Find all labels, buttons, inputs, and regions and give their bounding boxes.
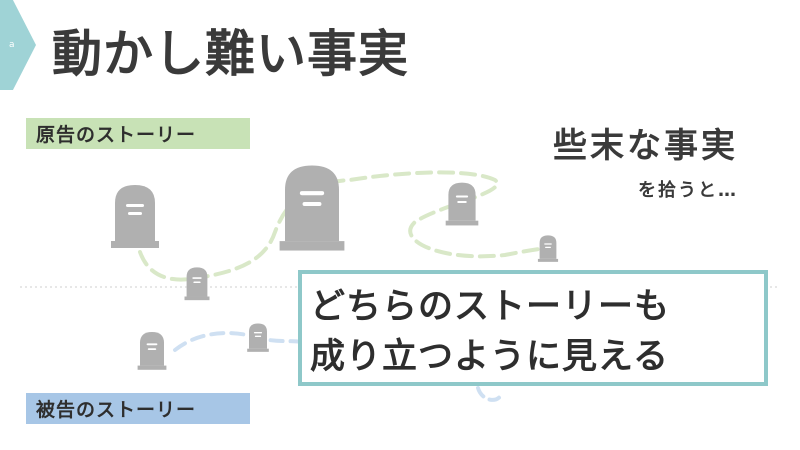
conclusion-line-2: 成り立つように見える bbox=[310, 337, 669, 377]
slide-number: a bbox=[9, 40, 15, 50]
tombstone-icon bbox=[445, 182, 479, 226]
plaintiff-story-label: 原告のストーリー bbox=[26, 118, 250, 149]
trivial-facts-heading: 些末な事実 bbox=[553, 126, 738, 166]
tombstone-icon bbox=[537, 235, 559, 262]
tombstone-icon bbox=[247, 323, 269, 352]
defendant-story-label: 被告のストーリー bbox=[26, 393, 250, 424]
defendant-story-path bbox=[173, 331, 302, 352]
conclusion-line-1: どちらのストーリーも bbox=[310, 287, 671, 327]
collect-subtext: を拾うと… bbox=[638, 180, 738, 201]
tombstone-icon bbox=[279, 165, 345, 251]
tombstone-icon bbox=[184, 267, 210, 301]
tombstone-icon bbox=[111, 185, 159, 248]
conclusion-box: どちらのストーリーも 成り立つように見える bbox=[298, 270, 768, 386]
plaintiff-story-path bbox=[138, 170, 550, 282]
tombstone-icon bbox=[137, 332, 167, 370]
slide-title: 動かし難い事実 bbox=[52, 25, 409, 83]
defendant-story-path-tail bbox=[476, 386, 504, 402]
